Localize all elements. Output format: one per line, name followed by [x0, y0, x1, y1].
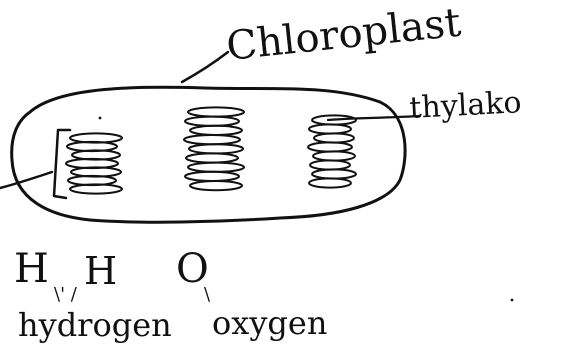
- left-bracket: [54, 130, 70, 198]
- thylakoid-disc: [190, 126, 242, 135]
- thylakoid-disc: [309, 124, 351, 133]
- thylakoid-disc: [309, 178, 351, 187]
- thylakoid-stack-middle: [184, 107, 244, 190]
- chloroplast-leader-line: [182, 52, 228, 82]
- stray-dot: [99, 117, 102, 120]
- chloroplast-label: Chloroplast: [224, 0, 463, 70]
- thylakoid-disc: [185, 172, 239, 181]
- hydrogen-tick-marks: \' /: [54, 284, 78, 305]
- left-pointer-line: [0, 172, 52, 188]
- thylakoid-disc: [185, 117, 239, 126]
- stray-dot: [511, 299, 514, 302]
- hydrogen-label: hydrogen: [18, 306, 172, 344]
- thylakoid-disc: [189, 144, 243, 153]
- thylakoid-disc: [186, 153, 238, 162]
- thylakoid-stack-left: [66, 133, 122, 193]
- thylakoid-stack-right: [308, 115, 356, 187]
- thylakoid-disc: [310, 160, 350, 169]
- oxygen-label: oxygen: [212, 304, 327, 342]
- thylakoid-disc: [188, 163, 244, 172]
- hydrogen-symbol-left: H: [14, 246, 49, 292]
- thylakoid-disc: [312, 169, 356, 178]
- thylakoid-disc: [184, 135, 240, 144]
- thylakoid-disc: [190, 181, 242, 190]
- thylakoid-disc: [308, 142, 352, 151]
- thylakoid-disc: [188, 107, 244, 116]
- thylakoid-disc: [313, 151, 355, 160]
- thylakoid-label: thylako: [409, 85, 523, 126]
- oxygen-tick-mark: \: [204, 284, 211, 305]
- hydrogen-symbol-right: H: [84, 249, 117, 293]
- thylakoid-disc: [314, 133, 354, 142]
